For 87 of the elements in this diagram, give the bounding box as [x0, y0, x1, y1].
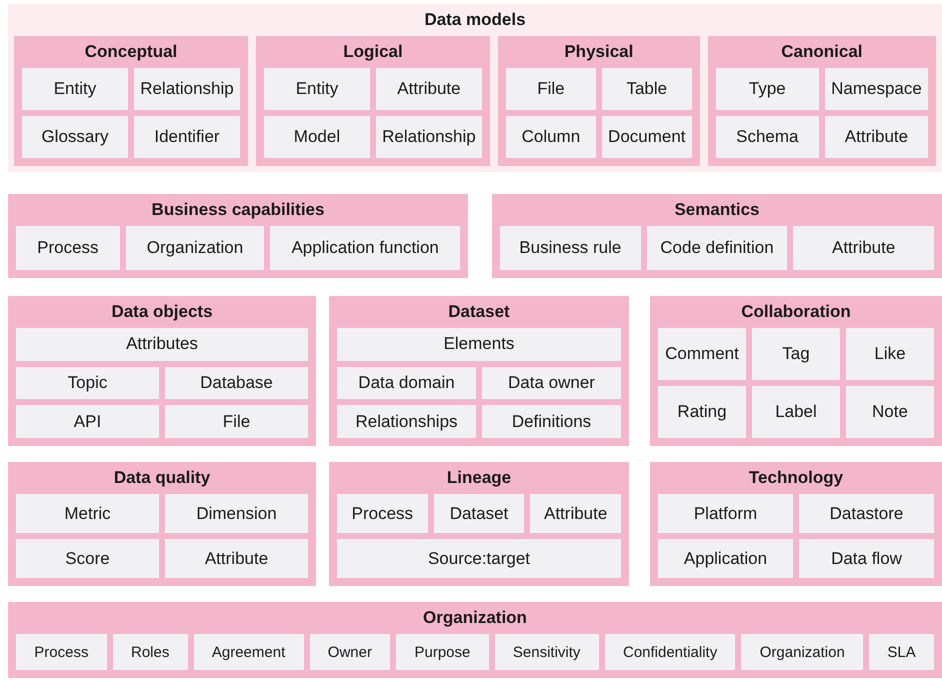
- term-box: Application: [658, 539, 793, 578]
- group-title: Conceptual: [84, 41, 178, 63]
- group-title: Data objects: [110, 301, 214, 323]
- group-title: Logical: [342, 41, 404, 63]
- term-box: Dimension: [165, 494, 308, 533]
- term-box: Glossary: [22, 116, 128, 158]
- category-panel: [8, 462, 316, 586]
- term-box: Source:target: [337, 539, 621, 578]
- term-box: Process: [16, 226, 120, 270]
- term-box: Data flow: [799, 539, 934, 578]
- term-box: File: [165, 405, 308, 438]
- term-box: Relationship: [376, 116, 482, 158]
- category-panel: [8, 602, 942, 678]
- term-box: Code definition: [646, 226, 788, 270]
- term-box: Attribute: [376, 68, 482, 110]
- term-box: Datastore: [799, 494, 934, 533]
- term-box: Type: [716, 68, 819, 110]
- term-box: SLA: [869, 634, 934, 670]
- category-panel: [14, 36, 248, 166]
- term-box: Identifier: [134, 116, 240, 158]
- term-box: Entity: [22, 68, 128, 110]
- term-box: Tag: [752, 328, 840, 380]
- category-panel: [650, 462, 942, 586]
- term-box: Owner: [310, 634, 390, 670]
- group-title: Physical: [563, 41, 634, 63]
- term-box: API: [16, 405, 159, 438]
- term-box: Document: [602, 116, 692, 158]
- term-box: Application function: [270, 226, 460, 270]
- term-box: Agreement: [194, 634, 304, 670]
- group-title: Dataset: [447, 301, 511, 323]
- category-panel: [8, 194, 468, 278]
- category-panel: [650, 296, 942, 446]
- term-box: Elements: [337, 328, 621, 361]
- term-box: Score: [16, 539, 159, 578]
- term-box: Organization: [741, 634, 864, 670]
- term-box: Data domain: [337, 366, 476, 400]
- category-panel: [256, 36, 490, 166]
- category-panel: [498, 36, 700, 166]
- category-panel: [708, 36, 936, 166]
- group-title: Data quality: [112, 467, 212, 489]
- term-box: Platform: [658, 494, 793, 533]
- term-box: Attribute: [530, 494, 621, 533]
- category-panel: [492, 194, 942, 278]
- term-box: Like: [846, 328, 934, 380]
- term-box: Entity: [264, 68, 370, 110]
- term-box: Attribute: [793, 226, 934, 270]
- category-panel: [8, 296, 316, 446]
- group-title: Lineage: [446, 467, 512, 489]
- term-box: Metric: [16, 494, 159, 533]
- group-title: Technology: [748, 467, 844, 489]
- term-box: Label: [752, 386, 840, 438]
- section-panel: [8, 4, 942, 172]
- category-panel: [329, 462, 629, 586]
- term-box: Model: [264, 116, 370, 158]
- term-box: Note: [846, 386, 934, 438]
- term-box: Confidentiality: [604, 634, 736, 670]
- term-box: Roles: [112, 634, 188, 670]
- term-box: Relationship: [134, 68, 240, 110]
- group-title: Semantics: [673, 199, 761, 221]
- term-box: Comment: [658, 328, 746, 380]
- term-box: Schema: [716, 116, 819, 158]
- term-box: Data owner: [482, 366, 621, 400]
- term-box: Column: [506, 116, 596, 158]
- term-box: Process: [16, 634, 107, 670]
- group-title: Organization: [422, 607, 528, 629]
- group-title: Canonical: [780, 41, 864, 63]
- term-box: Relationships: [337, 405, 476, 438]
- term-box: Namespace: [824, 68, 928, 110]
- term-box: Purpose: [396, 634, 489, 670]
- term-box: File: [506, 68, 596, 110]
- term-box: Topic: [16, 366, 159, 400]
- term-box: Attribute: [824, 116, 928, 158]
- term-box: Database: [165, 366, 308, 400]
- term-box: Business rule: [500, 226, 641, 270]
- term-box: Definitions: [482, 405, 621, 438]
- category-panel: [329, 296, 629, 446]
- term-box: Table: [602, 68, 692, 110]
- group-title: Data models: [423, 9, 527, 31]
- term-box: Sensitivity: [494, 634, 599, 670]
- group-title: Business capabilities: [150, 199, 326, 221]
- term-box: Organization: [126, 226, 264, 270]
- term-box: Rating: [658, 386, 746, 438]
- term-box: Process: [337, 494, 428, 533]
- group-title: Collaboration: [740, 301, 852, 323]
- term-box: Dataset: [434, 494, 524, 533]
- term-box: Attributes: [16, 328, 308, 361]
- term-box: Attribute: [165, 539, 308, 578]
